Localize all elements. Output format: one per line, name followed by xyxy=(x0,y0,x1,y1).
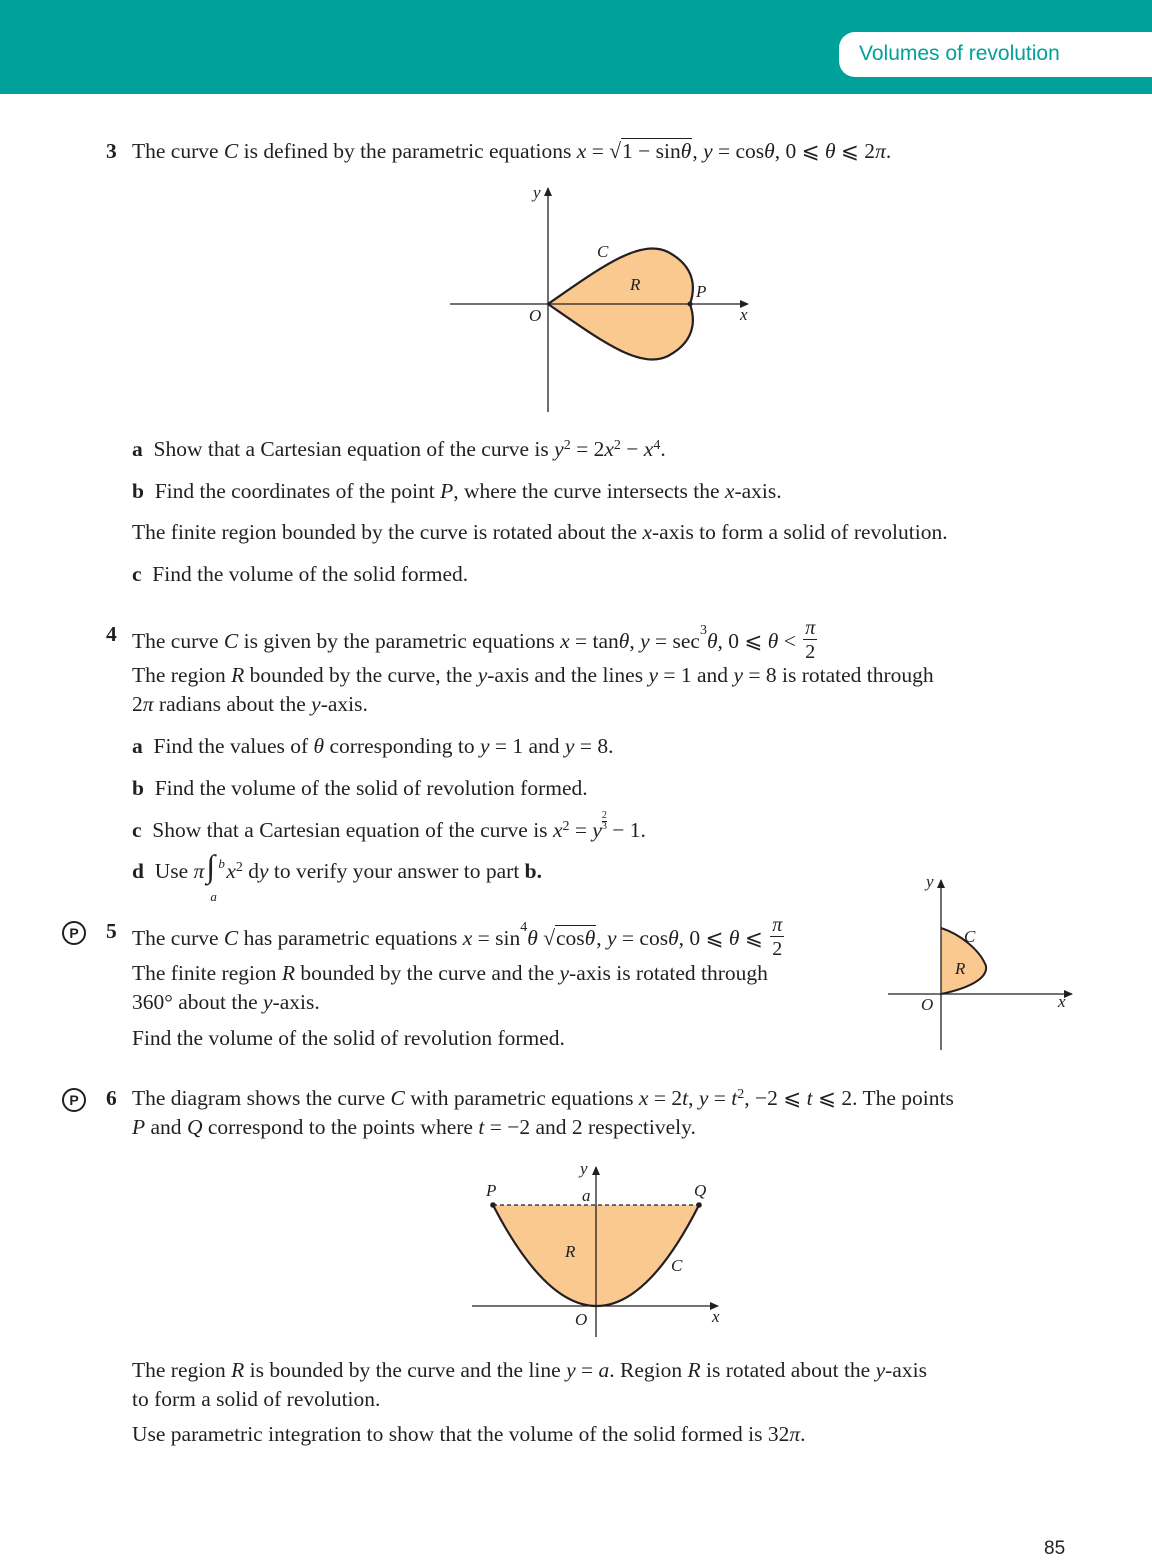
q6-label-p: P xyxy=(485,1181,496,1200)
q5-label-c: C xyxy=(964,927,976,946)
question-3-context: The finite region bounded by the curve i… xyxy=(132,520,948,544)
question-4-context-line-2: 2π radians about the y-axis. xyxy=(132,692,368,716)
problem-solving-badge: P xyxy=(62,1088,86,1112)
question-5-task: Find the volume of the solid of revoluti… xyxy=(132,1026,565,1050)
page-number: 85 xyxy=(1044,1538,1066,1559)
question-3a: a Show that a Cartesian equation of the … xyxy=(132,437,666,461)
q6-label-r: R xyxy=(564,1242,576,1261)
question-3b: b Find the coordinates of the point P, w… xyxy=(132,479,782,503)
question-6-number: 6 xyxy=(106,1086,117,1110)
q5-label-r: R xyxy=(954,959,966,978)
q3-label-p: P xyxy=(695,282,706,301)
chapter-title-tab: Volumes of revolution xyxy=(839,32,1152,77)
q3-point-p xyxy=(687,301,693,307)
question-6-stem-line-2: P and Q correspond to the points where t… xyxy=(132,1115,696,1139)
q6-label-x: x xyxy=(711,1307,720,1326)
q5-region-r xyxy=(941,928,987,994)
chapter-header-bar: Volumes of revolution xyxy=(0,0,1152,94)
question-5-context-line-1: The finite region R bounded by the curve… xyxy=(132,961,768,985)
question-4-number: 4 xyxy=(106,622,117,646)
question-3-number: 3 xyxy=(106,139,117,163)
q6-label-q: Q xyxy=(694,1181,706,1200)
q6-point-q xyxy=(696,1202,702,1208)
question-4-stem: The curve C is given by the parametric e… xyxy=(132,617,818,663)
question-6-context-line-1: The region R is bounded by the curve and… xyxy=(132,1358,927,1382)
q5-label-o: O xyxy=(921,995,933,1014)
problem-solving-badge: P xyxy=(62,921,86,945)
q6-point-p xyxy=(490,1202,496,1208)
chapter-title: Volumes of revolution xyxy=(859,42,1060,65)
question-5-context-line-2: 360° about the y-axis. xyxy=(132,990,320,1014)
question-6-context-line-2: to form a solid of revolution. xyxy=(132,1387,381,1411)
question-3-stem: The curve C is defined by the parametric… xyxy=(132,138,892,163)
q6-label-o: O xyxy=(575,1310,587,1329)
q5-label-x: x xyxy=(1057,992,1066,1011)
question-4b: b Find the volume of the solid of revolu… xyxy=(132,776,588,800)
q3-label-r: R xyxy=(629,275,641,294)
q6-diagram: y x O P Q a R C xyxy=(472,1159,720,1337)
question-3c: c Find the volume of the solid formed. xyxy=(132,562,469,586)
q5-curve-c xyxy=(940,927,988,995)
q6-label-y: y xyxy=(578,1159,588,1178)
q6-curve-c xyxy=(492,1204,700,1308)
question-5-stem: The curve C has parametric equations x =… xyxy=(132,914,785,960)
q6-label-c: C xyxy=(671,1256,683,1275)
q3-label-x: x xyxy=(739,305,748,324)
question-6-task: Use parametric integration to show that … xyxy=(132,1422,806,1446)
q3-label-y: y xyxy=(531,183,541,202)
question-6-stem-line-1: The diagram shows the curve C with param… xyxy=(132,1086,954,1110)
question-4-context-line-1: The region R bounded by the curve, the y… xyxy=(132,663,934,687)
q3-label-c: C xyxy=(597,242,609,261)
question-4a: a Find the values of θ corresponding to … xyxy=(132,734,614,758)
q3-diagram: y x O C R P xyxy=(450,183,749,412)
q5-diagram: y x O C R xyxy=(888,872,1073,1050)
question-4c: c Show that a Cartesian equation of the … xyxy=(132,810,646,843)
q6-label-a: a xyxy=(582,1186,591,1205)
q5-label-y: y xyxy=(924,872,934,891)
question-5-number: 5 xyxy=(106,919,117,943)
q3-label-o: O xyxy=(529,306,541,325)
